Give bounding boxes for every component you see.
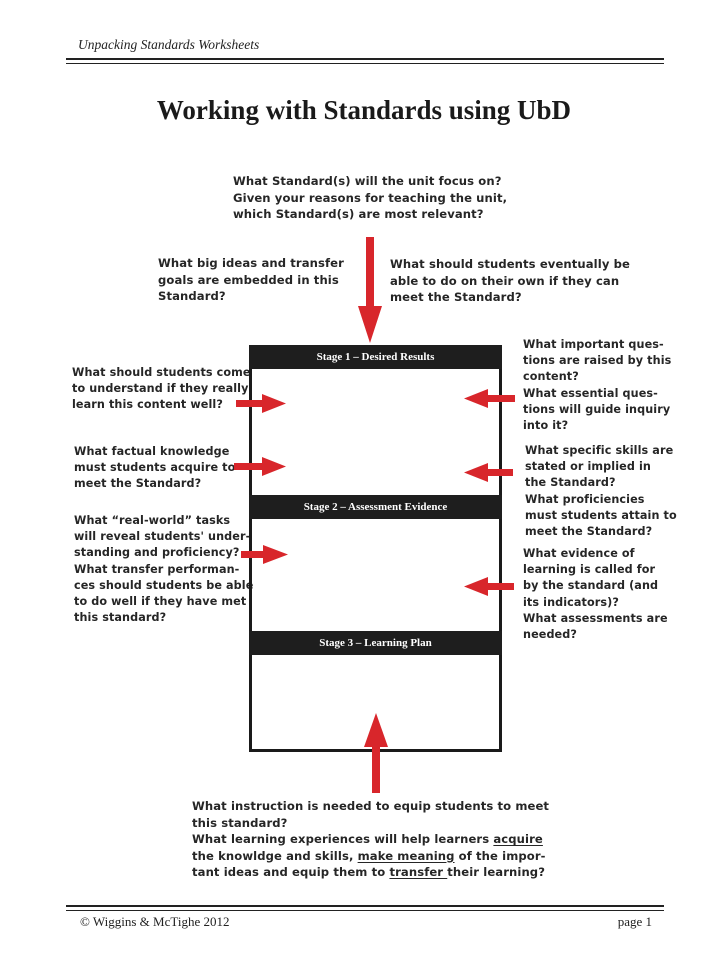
emphasis-make-meaning: make meaning <box>357 848 455 863</box>
question-line: into it? <box>523 419 569 433</box>
footer-rule-thin <box>66 910 664 911</box>
question-line: standing and proficiency? <box>74 546 240 560</box>
arrow-right-icon <box>241 545 288 564</box>
arrow-right-icon <box>234 457 286 476</box>
question-text: their learning? <box>447 865 546 879</box>
page-number: page 1 <box>617 914 652 929</box>
arrow-left-icon <box>464 577 514 596</box>
question-line: Given your reasons for teaching the unit… <box>233 190 508 205</box>
page-title: Working with Standards using UbD <box>156 95 572 125</box>
question-line: What transfer performan- <box>74 562 240 576</box>
question-line: What should students eventually be <box>390 257 630 271</box>
question-line: learning is called for <box>523 563 656 577</box>
question-line: this standard? <box>192 815 288 830</box>
question-line: What essential ques- <box>523 386 658 400</box>
question-text: tant ideas and equip them to <box>192 865 390 879</box>
question-text: of the impor- <box>454 848 546 863</box>
question-line: this standard? <box>74 611 167 625</box>
question-line: learn this content well? <box>72 398 223 412</box>
question-big-ideas: What big ideas and transfer goals are em… <box>158 255 344 305</box>
question-evidence: What evidence of learning is called for … <box>523 546 668 643</box>
question-line: ces should students be able <box>74 578 254 592</box>
question-line: goals are embedded in this <box>158 272 339 287</box>
question-line: What factual knowledge <box>74 445 230 458</box>
question-line: tant ideas and equip them to transfer th… <box>192 864 549 881</box>
question-eventual-abilities: What should students eventually be able … <box>390 256 630 306</box>
arrow-left-icon <box>464 463 513 482</box>
question-text: What learning experiences will help lear… <box>192 832 494 846</box>
question-line: needed? <box>523 628 577 642</box>
running-header: Unpacking Standards Worksheets <box>78 37 260 52</box>
arrow-up-icon <box>364 713 388 793</box>
arrow-left-icon <box>464 389 515 408</box>
emphasis-transfer: transfer <box>389 865 448 879</box>
question-instruction: What instruction is needed to equip stud… <box>192 798 549 881</box>
question-line: the knowldge and skills, make meaning of… <box>192 848 549 865</box>
copyright: © Wiggins & McTighe 2012 <box>80 914 230 929</box>
question-line: meet the Standard? <box>390 290 522 304</box>
question-standards-focus: What Standard(s) will the unit focus on?… <box>233 173 507 223</box>
question-line: What “real-world” tasks <box>74 514 231 527</box>
question-real-world-tasks: What “real-world” tasks will reveal stud… <box>74 513 253 626</box>
question-line: to understand if they really <box>72 382 249 396</box>
question-line: by the standard (and <box>523 579 659 593</box>
question-specific-skills: What specific skills are stated or impli… <box>525 443 677 540</box>
question-line: What Standard(s) will the unit focus on? <box>233 174 502 188</box>
question-line: meet the Standard? <box>525 525 653 539</box>
arrow-right-icon <box>236 394 286 413</box>
question-line: What big ideas and transfer <box>158 256 344 270</box>
question-line: content? <box>523 370 579 384</box>
question-line: stated or implied in <box>525 460 651 474</box>
emphasis-acquire: acquire <box>493 832 543 846</box>
question-line: which Standard(s) are most relevant? <box>233 207 484 221</box>
question-text: the knowldge and skills, <box>192 848 358 863</box>
question-understand: What should students come to understand … <box>72 365 251 414</box>
header-rule-thin <box>66 63 664 64</box>
question-line: must students attain to <box>525 508 677 522</box>
header-rule <box>66 58 664 60</box>
question-line: the Standard? <box>525 476 616 490</box>
question-line: What learning experiences will help lear… <box>192 831 549 848</box>
stage-1-bar: Stage 1 – Desired Results <box>249 345 502 369</box>
question-line: to do well if they have met <box>74 595 247 609</box>
question-line: tions will guide inquiry <box>523 402 671 416</box>
question-line: What specific skills are <box>525 444 674 457</box>
question-line: tions are raised by this <box>523 354 672 368</box>
question-line: its indicators)? <box>523 595 619 609</box>
question-line: meet the Standard? <box>74 477 202 491</box>
question-line: What assessments are <box>523 611 668 625</box>
stage-2-bar: Stage 2 – Assessment Evidence <box>249 495 502 519</box>
stage-3-bar: Stage 3 – Learning Plan <box>249 631 502 655</box>
question-line: What evidence of <box>523 547 635 560</box>
question-factual-knowledge: What factual knowledge must students acq… <box>74 444 235 493</box>
question-line: able to do on their own if they can <box>390 273 620 288</box>
question-line: What important ques- <box>523 338 664 351</box>
question-line: What instruction is needed to equip stud… <box>192 799 550 813</box>
question-line: What proficiencies <box>525 492 645 506</box>
question-line: must students acquire to <box>74 461 236 475</box>
question-line: will reveal students' under- <box>74 530 251 544</box>
question-line: What should students come <box>72 366 251 379</box>
arrow-down-icon <box>358 237 382 343</box>
question-line: Standard? <box>158 289 226 303</box>
question-important-questions: What important ques- tions are raised by… <box>523 337 671 434</box>
footer-rule <box>66 905 664 907</box>
